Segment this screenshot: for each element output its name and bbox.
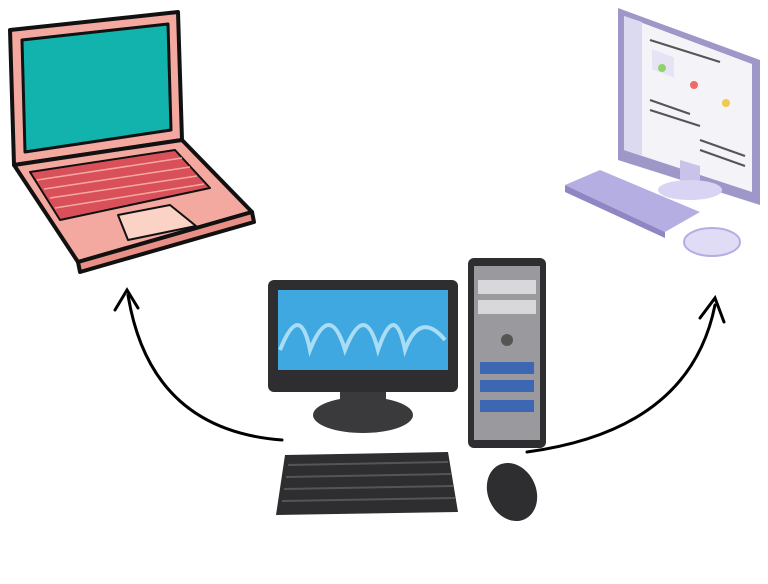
laptop-icon — [8, 10, 256, 274]
laptop-keys — [36, 157, 205, 209]
desktop-computer-icon — [268, 258, 546, 522]
arrow-icon — [525, 294, 726, 454]
monitor-icon — [565, 8, 760, 257]
arrow-icon — [113, 287, 284, 442]
